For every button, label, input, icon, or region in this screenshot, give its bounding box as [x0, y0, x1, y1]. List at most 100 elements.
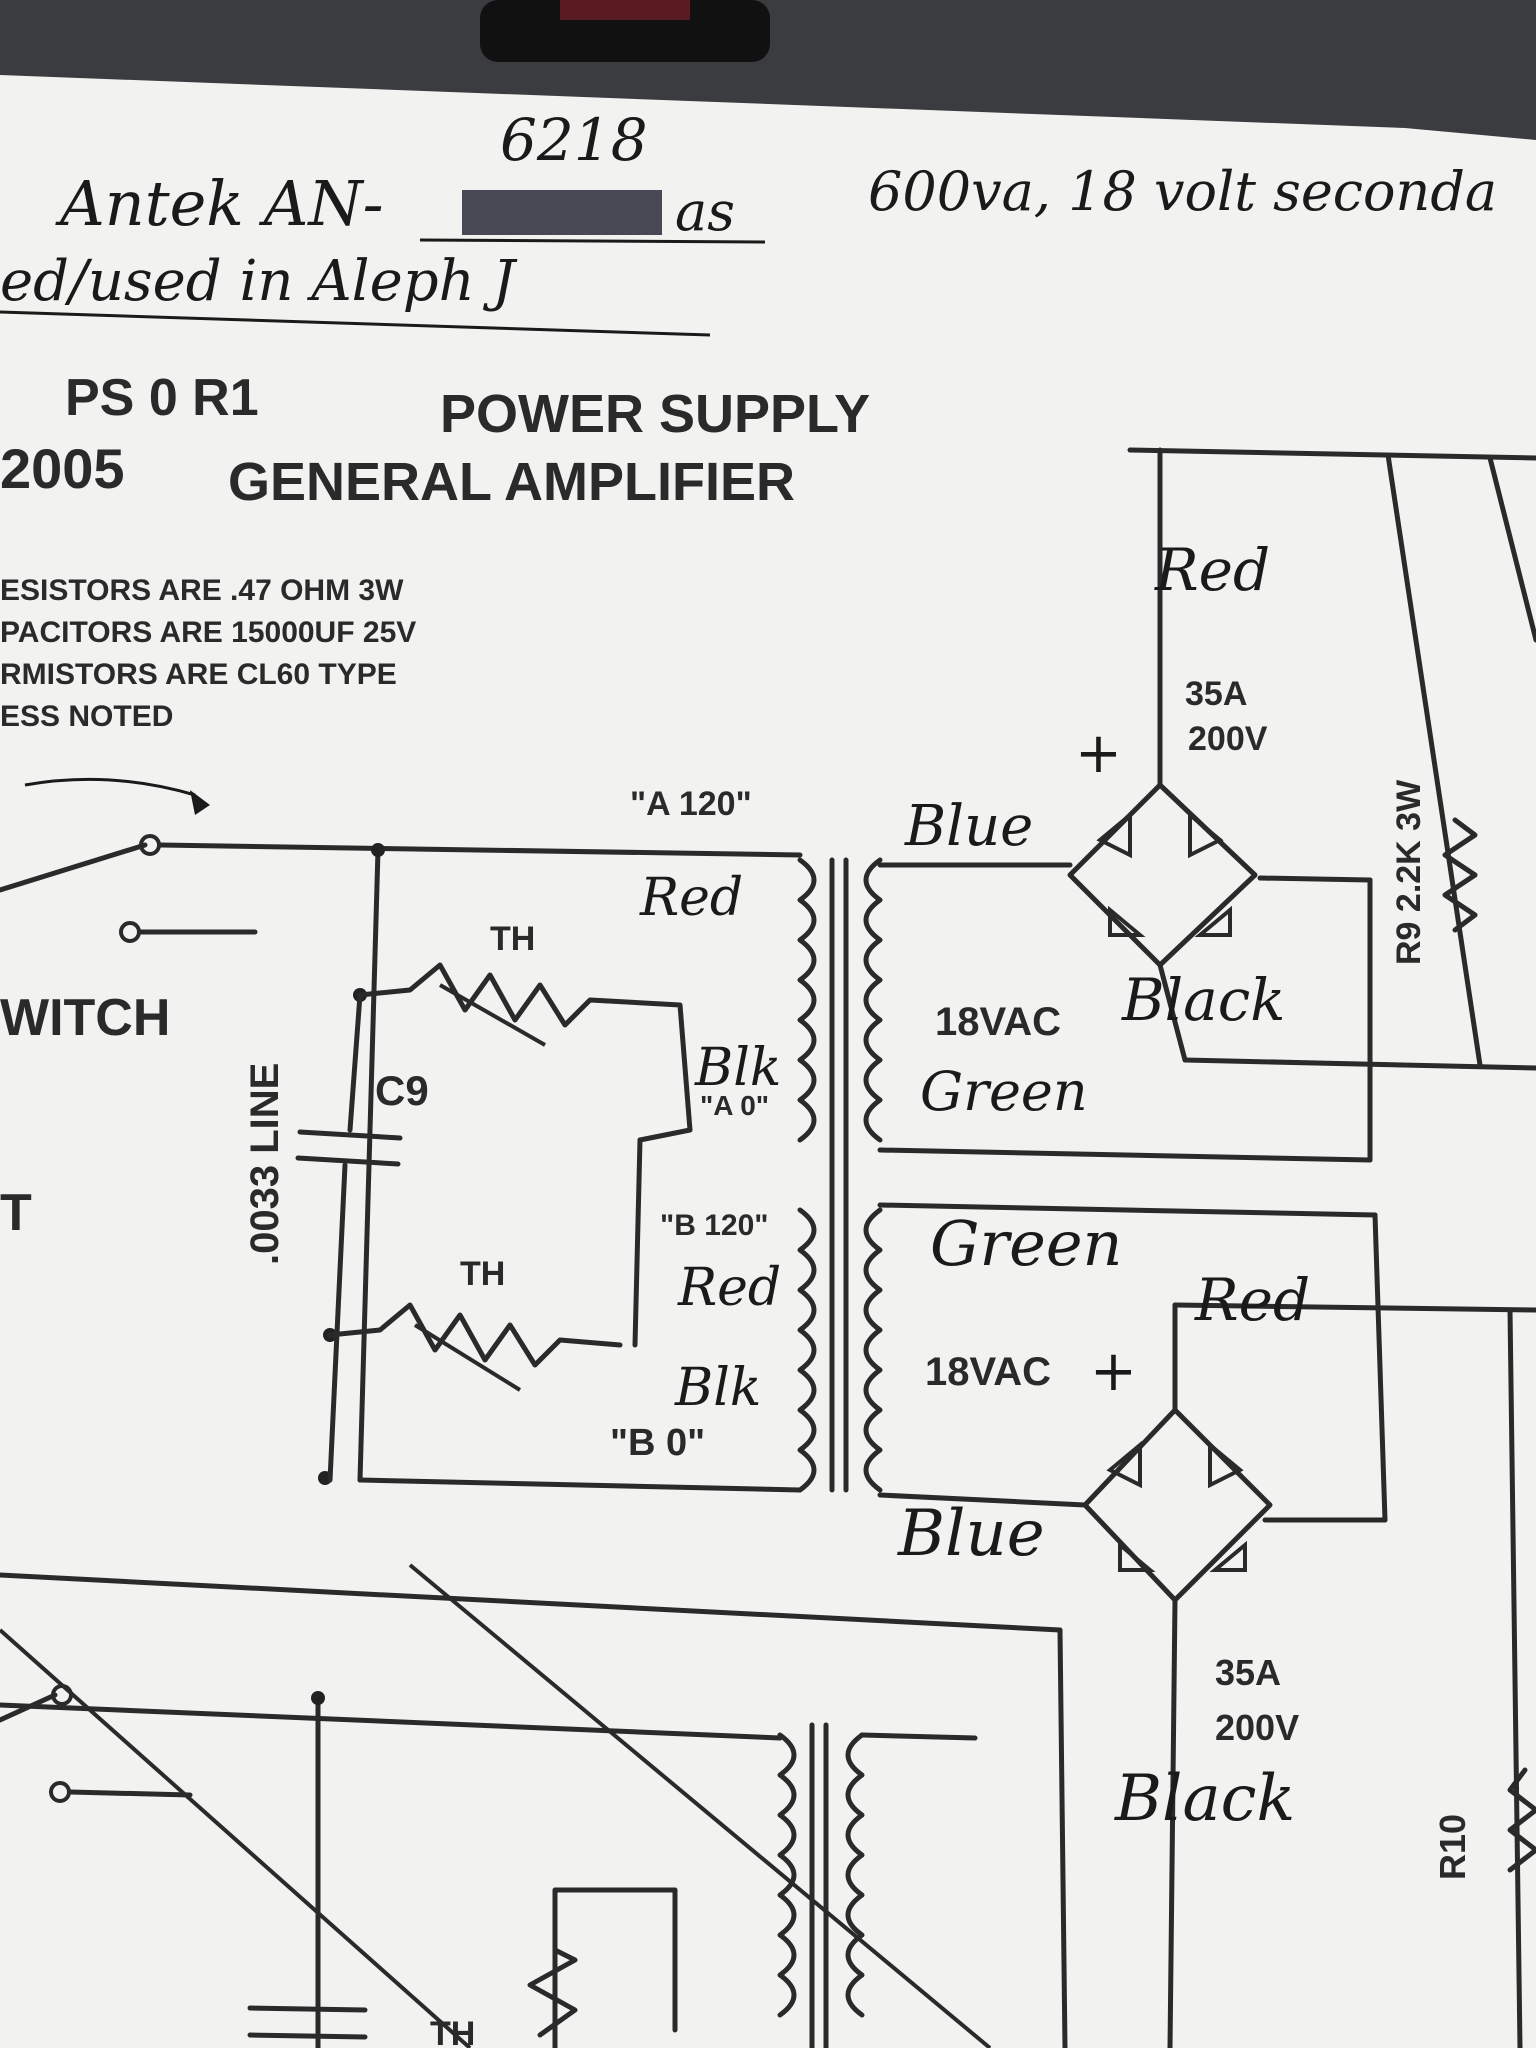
secondary-coil-b	[863, 1207, 883, 1493]
underline-model	[419, 238, 766, 244]
diode-a1	[1096, 810, 1132, 859]
plus-bottom: +	[1090, 1339, 1137, 1404]
tap-b120: "B 120"	[660, 1209, 769, 1242]
wire-green-a: Green	[920, 1060, 1088, 1123]
wire-black-top: Black	[1121, 966, 1285, 1034]
wire-blue-top: Blue	[904, 794, 1033, 859]
bridge-b-voltage: 200V	[1215, 1707, 1299, 1748]
title-id: PS 0 R1	[65, 369, 259, 427]
tap-a0: "A 0"	[700, 1090, 769, 1121]
switch-lever	[0, 842, 148, 893]
switch-label: WITCH	[0, 989, 170, 1047]
diode-a4	[1194, 905, 1232, 937]
wire-blk-b: Blk	[674, 1358, 761, 1418]
strike-line-2	[408, 1563, 992, 2048]
sec-a-bottom-wire	[877, 1147, 1373, 1163]
secondary-b-label: 18VAC	[925, 1350, 1051, 1394]
scribble-strikeout	[462, 190, 662, 235]
primary-coil-a	[797, 857, 817, 1143]
wire-blk-a: Blk	[694, 1038, 781, 1098]
wire-blue-bottom: Blue	[897, 1497, 1045, 1571]
wire-black-bottom: Black	[1114, 1762, 1295, 1836]
object-red-cap	[560, 0, 690, 20]
sec-b-right-wire	[1372, 1212, 1388, 1523]
title-year: 2005	[0, 437, 125, 500]
model-suffix: as	[675, 180, 735, 243]
bridge-b-minus-lead	[1167, 1597, 1178, 2048]
thermistor-top-arrow	[439, 983, 546, 1047]
cap-lead-top	[347, 992, 363, 1133]
lower-cap-plate-1	[247, 2005, 368, 2013]
top-rail	[1127, 447, 1536, 461]
strike-line-1	[0, 1628, 472, 2048]
underline-used	[0, 310, 711, 337]
thermistor-top	[357, 962, 693, 1348]
object-on-desk	[480, 0, 770, 62]
wire-green-b: Green	[930, 1207, 1122, 1280]
thermistor-bottom	[327, 1302, 623, 1368]
lower-wire	[0, 1702, 783, 1741]
secondary-a-label: 18VAC	[935, 1000, 1061, 1044]
lower-right-wire	[1057, 1627, 1068, 2048]
model-number: 6218	[500, 106, 648, 174]
diode-b2	[1208, 1440, 1244, 1489]
rail-b	[1172, 1302, 1536, 1313]
secondary-coil-a	[863, 857, 883, 1143]
paper-sheet	[0, 75, 1536, 2048]
plus-top: +	[1075, 721, 1122, 786]
primary-coil-b	[797, 1207, 817, 1493]
wire-red-a: Red	[639, 868, 743, 928]
bridge-a-voltage: 200V	[1188, 720, 1268, 758]
lower-top-wire	[0, 1572, 1063, 1633]
note-thermistors: RMISTORS ARE CL60 TYPE	[0, 658, 397, 691]
tap-b0: "B 0"	[610, 1422, 705, 1464]
thermistor-bottom-arrow	[413, 1323, 522, 1392]
r10-lead	[1507, 1307, 1523, 2048]
lower-sec-wire	[859, 1732, 978, 1741]
note-unless: ESS NOTED	[0, 700, 173, 733]
diode-b3	[1118, 1540, 1156, 1572]
diode-b1	[1106, 1440, 1142, 1489]
diode-a2	[1188, 810, 1224, 859]
tap-a120: "A 120"	[630, 785, 752, 823]
bridge-a-minus-lead	[1157, 962, 1188, 1063]
r9-label: R9 2.2K 3W	[1390, 779, 1428, 965]
handwritten-arrow	[24, 777, 196, 797]
bridge-b-current: 35A	[1215, 1652, 1281, 1693]
resistor-r9	[1442, 817, 1478, 933]
resistor-r10	[1507, 1767, 1536, 1873]
node	[371, 843, 385, 857]
wire-red-right: Red	[1194, 1266, 1310, 1334]
note-capacitors: PACITORS ARE 15000UF 25V	[0, 616, 416, 649]
lower-primary-coil	[777, 1732, 797, 2018]
cap-plate-1	[297, 1129, 403, 1141]
wire-red-b: Red	[677, 1258, 781, 1318]
primary-bottom-wire	[357, 1477, 803, 1493]
cap-ref: C9	[375, 1067, 429, 1114]
right-lead	[1487, 455, 1536, 643]
cap-lead-bottom	[327, 1162, 348, 1483]
sec-b-bottom-wire	[877, 1492, 1088, 1508]
cap-plate-2	[295, 1155, 401, 1167]
note-resistors: ESISTORS ARE .47 OHM 3W	[0, 574, 404, 607]
title-name: POWER SUPPLY	[440, 384, 870, 444]
model-prefix: Antek AN-	[55, 167, 384, 240]
bridge-a-out	[1257, 875, 1373, 883]
lower-switch-stub	[67, 1789, 193, 1798]
line-cap-label: .0033 LINE	[243, 1063, 287, 1265]
diode-b4	[1209, 1540, 1247, 1572]
lower-thermistor	[527, 1947, 578, 2038]
sec-b-top-wire	[877, 1202, 1378, 1218]
left-letter: T	[0, 1184, 32, 1242]
used-in-note: ed/used in Aleph J	[0, 249, 518, 314]
wire-red-top: Red	[1154, 536, 1270, 604]
arrow-head	[190, 790, 210, 815]
r10-label: R10	[1432, 1814, 1473, 1880]
r9-lead	[1385, 452, 1483, 1068]
rating-note: 600va, 18 volt seconda	[868, 160, 1497, 223]
primary-top-wire	[157, 842, 803, 858]
lower-secondary-coil	[845, 1732, 865, 2018]
thermistor-top-label: TH	[490, 920, 535, 958]
node	[311, 1691, 325, 1705]
